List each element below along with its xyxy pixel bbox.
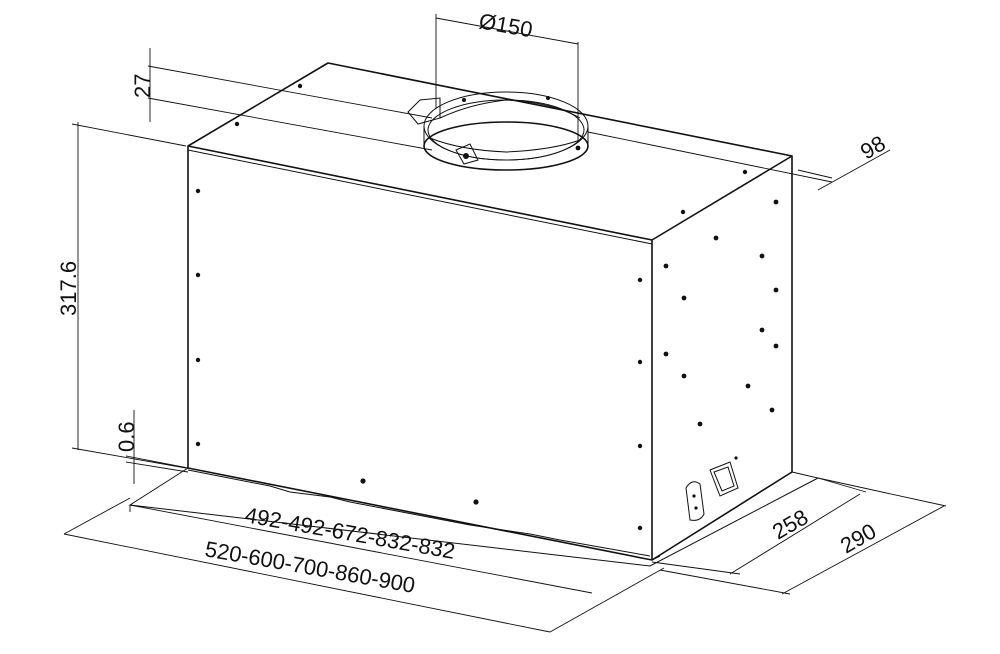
bottom-plate [128,467,820,567]
dimension-lines [63,14,947,633]
front-face [187,145,653,561]
front-screw-holes [195,188,643,531]
collar-height-label: 27 [130,74,155,98]
collar-clamp [407,97,441,125]
inner-depth-label: 258 [768,504,812,544]
electrical-connector [685,456,739,521]
collar-offset-label: 98 [856,130,890,164]
side-screw-holes [663,199,779,427]
dimension-labels: Ø150 27 98 317.6 0.6 492-492-672-832-832… [56,8,890,598]
front-edge-fold [187,149,653,245]
hood-housing [128,62,820,567]
top-screw-holes [234,83,748,215]
bottom-gap-label: 0.6 [114,421,139,452]
duct-collar [407,91,589,171]
corner-edge [651,555,661,561]
outer-depth-label: 290 [836,518,880,558]
height-label: 317.6 [56,261,81,316]
side-face [651,156,793,561]
bottom-trim [187,469,651,557]
duct-diameter-label: Ø150 [477,8,534,42]
